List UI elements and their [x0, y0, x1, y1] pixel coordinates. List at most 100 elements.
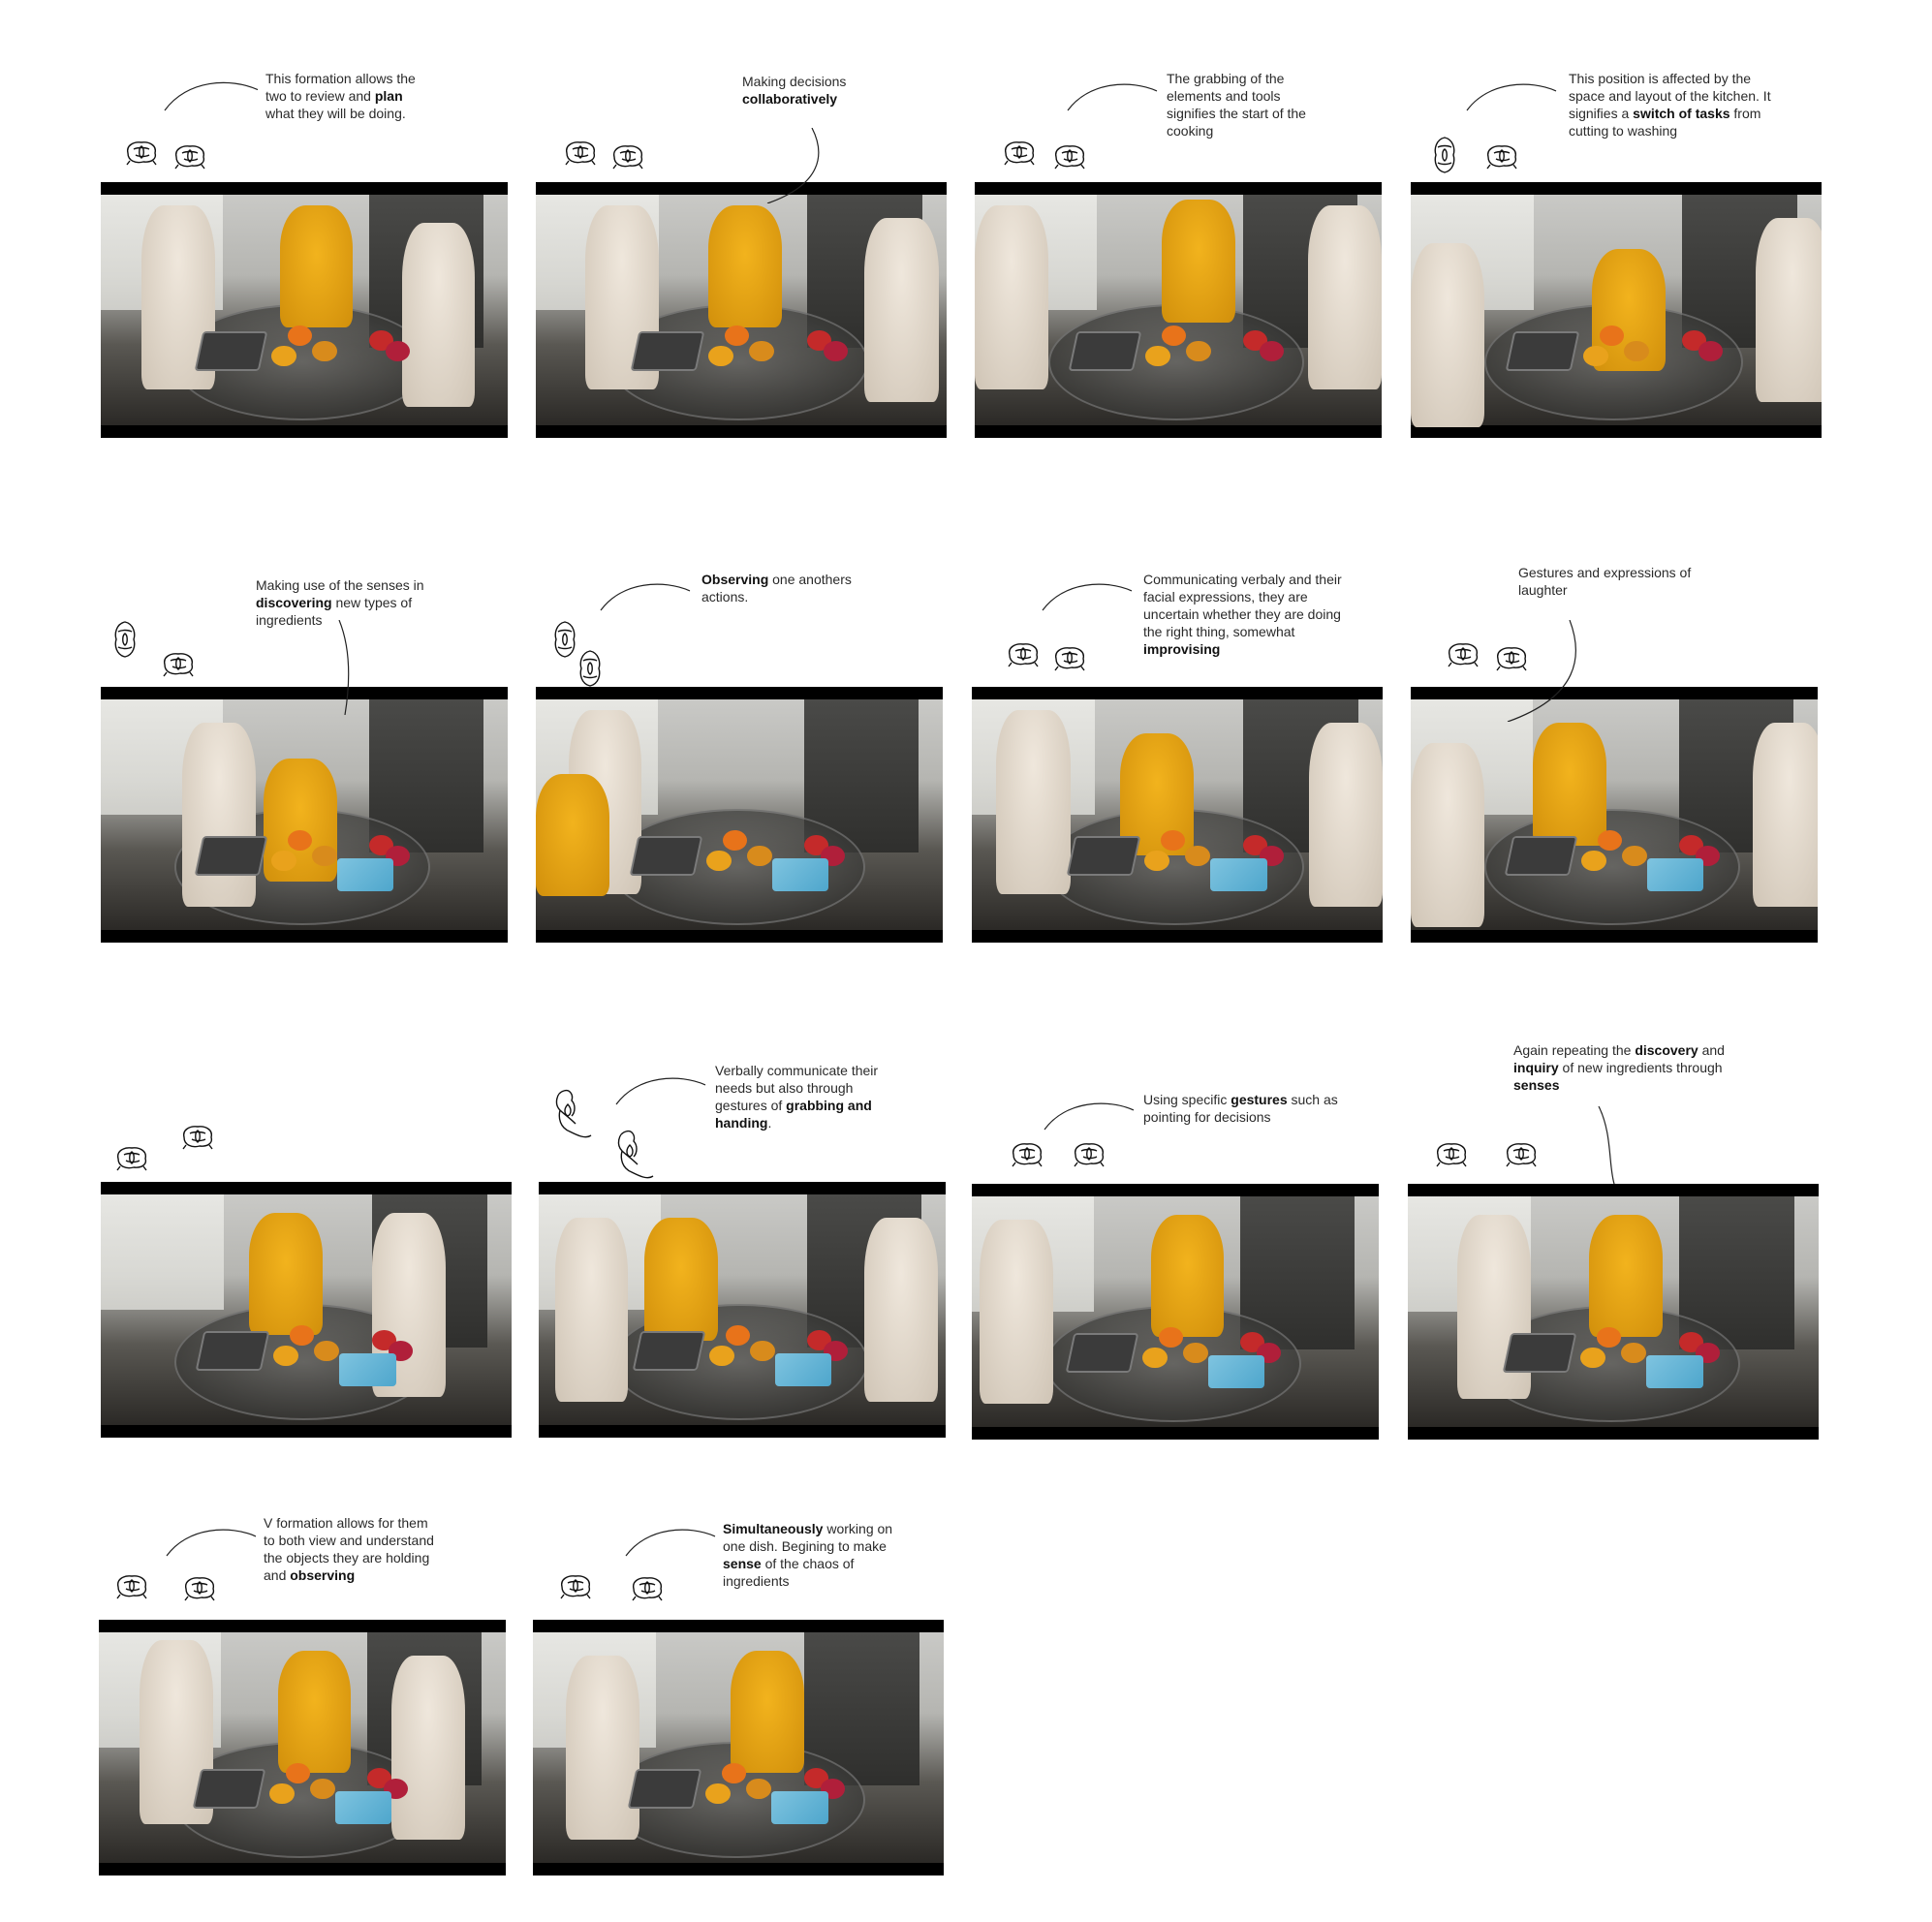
caption-emphasis: sense [723, 1556, 762, 1571]
caption-text: Using specific [1143, 1092, 1231, 1107]
cooking-photo [539, 1182, 946, 1438]
panel-caption: Verbally communicate their needs but als… [715, 1062, 880, 1132]
annotation-arc [599, 579, 692, 617]
leader-line [766, 128, 820, 203]
annotation-arc [624, 1525, 717, 1563]
caption-text: Again repeating the [1513, 1042, 1636, 1058]
panel-caption: Again repeating the discovery and inquir… [1513, 1041, 1736, 1094]
person-sideview-icon [1050, 141, 1089, 175]
panel-caption: Making use of the senses in discovering … [256, 576, 464, 629]
cooking-photo [101, 182, 508, 438]
panel-caption: Using specific gestures such as pointing… [1143, 1091, 1356, 1126]
leader-line [1507, 620, 1576, 722]
person-sideview-icon [1432, 1139, 1471, 1173]
caption-emphasis: senses [1513, 1077, 1560, 1093]
cooking-photo [972, 687, 1383, 943]
annotation-arc [1066, 79, 1159, 117]
person-kneeling-icon [550, 1085, 597, 1148]
cooking-photo [1411, 182, 1822, 438]
annotation-arc [1043, 1099, 1136, 1136]
caption-text: V formation allows for them to both view… [264, 1515, 434, 1583]
person-topview-icon [112, 620, 138, 664]
person-topview-icon [552, 620, 577, 664]
person-sideview-icon [171, 141, 209, 175]
caption-text: such as pointing for decisions [1143, 1092, 1338, 1125]
caption-emphasis: Observing [701, 572, 769, 587]
person-sideview-icon [1000, 138, 1039, 171]
caption-text: . [767, 1115, 772, 1131]
caption-emphasis: discovering [256, 595, 332, 610]
panel-caption: Making decisions collaboratively [742, 73, 888, 108]
person-sideview-icon [561, 138, 600, 171]
panel-caption: The grabbing of the elements and tools s… [1167, 70, 1312, 140]
leader-line [1598, 1106, 1615, 1184]
person-sideview-icon [628, 1573, 667, 1607]
panel-caption: Communicating verbaly and their facial e… [1143, 571, 1356, 658]
caption-emphasis: improvising [1143, 641, 1221, 657]
person-sideview-icon [1070, 1139, 1108, 1173]
annotation-arc [1041, 579, 1134, 617]
person-sideview-icon [1502, 1139, 1541, 1173]
annotation-arc [165, 1525, 258, 1563]
caption-text: one anothers actions. [701, 572, 852, 604]
caption-emphasis: Simultaneously [723, 1521, 824, 1536]
caption-text: of the chaos of ingredients [723, 1556, 855, 1589]
caption-text: from cutting to washing [1569, 106, 1761, 139]
caption-text: new types of ingredients [256, 595, 413, 628]
person-topview-icon [1432, 136, 1457, 179]
cooking-photo [1411, 687, 1818, 943]
person-sideview-icon [180, 1573, 219, 1607]
caption-text: Gestures and expressions of laughter [1518, 565, 1692, 598]
person-sideview-icon [1008, 1139, 1046, 1173]
cooking-photo [101, 1182, 512, 1438]
caption-emphasis: switch of tasks [1633, 106, 1730, 121]
person-sideview-icon [178, 1122, 217, 1156]
cooking-photo [536, 182, 947, 438]
caption-text: what they will be doing. [265, 106, 406, 121]
panel-caption: This position is affected by the space a… [1569, 70, 1782, 140]
caption-text: This formation allows the two to review … [265, 71, 416, 104]
panel-caption: V formation allows for them to both view… [264, 1514, 438, 1584]
cooking-photo [533, 1620, 944, 1876]
person-sideview-icon [608, 141, 647, 175]
caption-text: Verbally communicate their needs but als… [715, 1063, 879, 1113]
person-sideview-icon [1004, 639, 1043, 673]
cooking-photo [536, 687, 943, 943]
panel-caption: Observing one anothers actions. [701, 571, 866, 605]
person-sideview-icon [112, 1143, 151, 1177]
cooking-photo [1408, 1184, 1819, 1440]
caption-emphasis: grabbing and handing [715, 1098, 872, 1131]
caption-text: of new ingredients through [1558, 1060, 1723, 1075]
caption-emphasis: observing [290, 1567, 356, 1583]
cooking-photo [975, 182, 1382, 438]
cooking-photo [101, 687, 508, 943]
person-sideview-icon [122, 138, 161, 171]
caption-emphasis: discovery [1635, 1042, 1698, 1058]
caption-emphasis: collaboratively [742, 91, 838, 107]
annotation-arc [614, 1073, 707, 1111]
caption-text: The grabbing of the elements and tools s… [1167, 71, 1306, 139]
cooking-photo [972, 1184, 1379, 1440]
person-kneeling-icon [612, 1126, 659, 1189]
person-sideview-icon [1050, 643, 1089, 677]
panel-caption: Simultaneously working on one dish. Begi… [723, 1520, 917, 1590]
person-topview-icon [577, 649, 603, 693]
panel-caption: This formation allows the two to review … [265, 70, 430, 122]
caption-emphasis: gestures [1231, 1092, 1288, 1107]
caption-text: and [1698, 1042, 1725, 1058]
person-sideview-icon [159, 649, 198, 683]
caption-text: This position is affected by the space a… [1569, 71, 1771, 121]
caption-text: Communicating verbaly and their facial e… [1143, 572, 1342, 639]
person-sideview-icon [1492, 643, 1531, 677]
person-sideview-icon [112, 1571, 151, 1605]
caption-text: working on one dish. Begining to make [723, 1521, 893, 1554]
annotation-arc [1465, 79, 1558, 117]
annotation-arc [163, 78, 260, 117]
panel-caption: Gestures and expressions of laughter [1518, 564, 1712, 599]
caption-emphasis: inquiry [1513, 1060, 1559, 1075]
person-sideview-icon [1482, 141, 1521, 175]
person-sideview-icon [556, 1571, 595, 1605]
cooking-photo [99, 1620, 506, 1876]
person-sideview-icon [1444, 639, 1482, 673]
